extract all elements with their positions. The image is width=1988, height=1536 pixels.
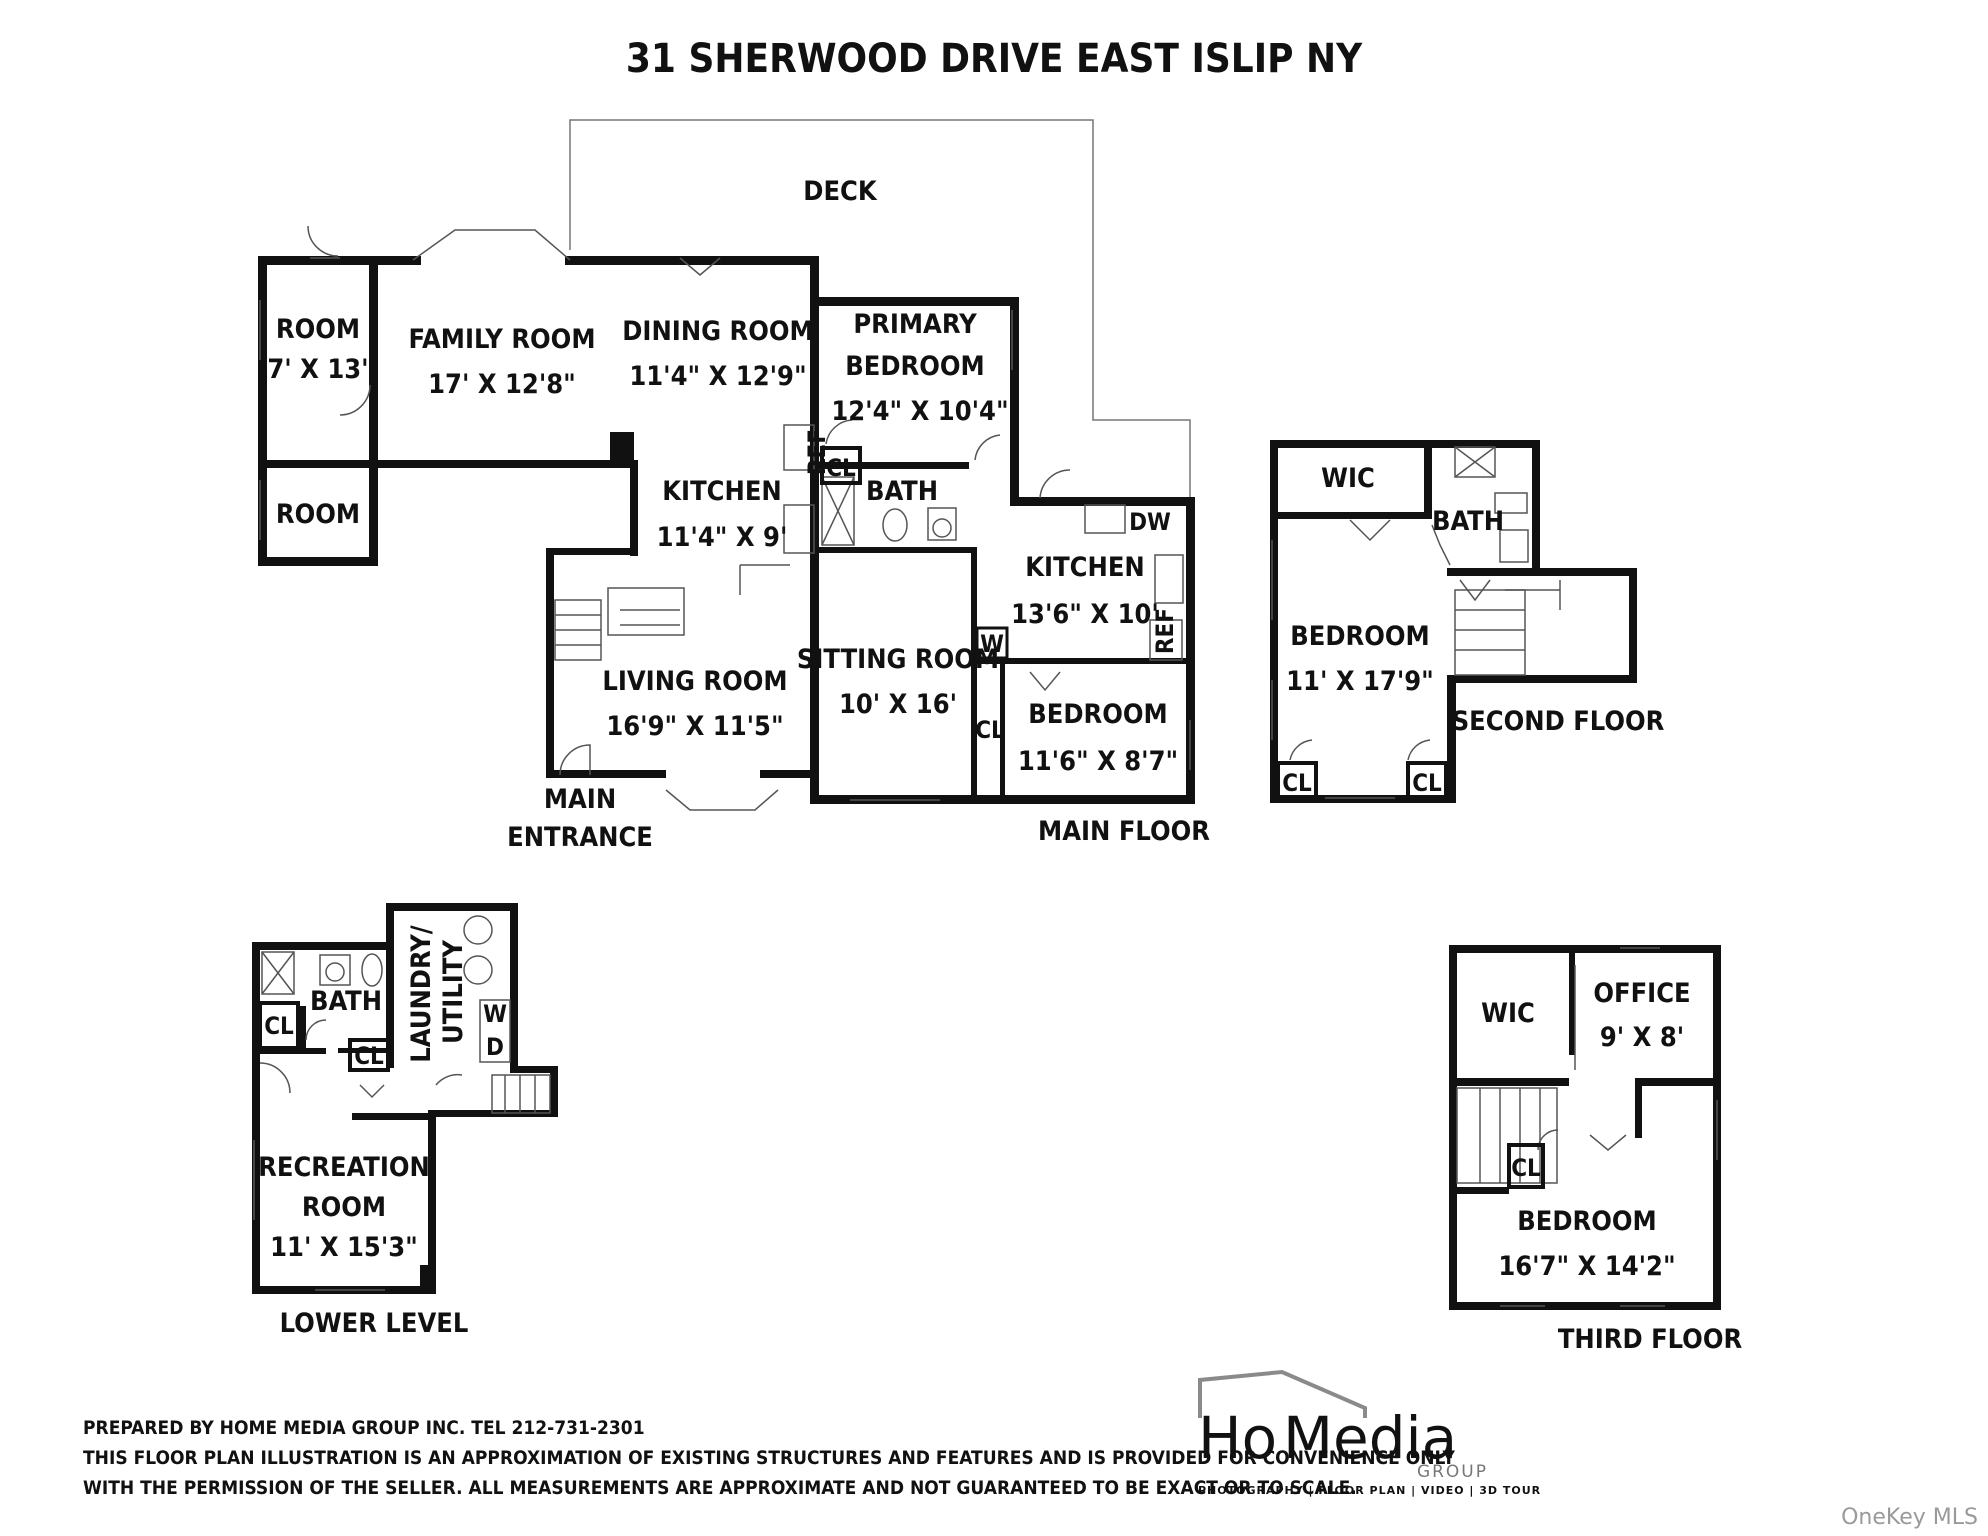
main-floor-fixtures [554, 424, 1184, 661]
room-name-label: PRIMARY [853, 309, 977, 340]
fixture-tag: REF [1151, 608, 1179, 654]
page-title: 31 SHERWOOD DRIVE EAST ISLIP NY [626, 36, 1363, 82]
room-dims-label: 16'7" X 14'2" [1498, 1251, 1675, 1282]
floor-label: SECOND FLOOR [1452, 706, 1665, 737]
room-name-label: ROOM [276, 314, 360, 345]
lower-level: BATH LAUNDRY/ UTILITY RECREATION ROOM 11… [252, 903, 558, 1339]
room-name-label: RECREATION [258, 1152, 430, 1183]
room-name-label: BEDROOM [845, 351, 984, 382]
room-name-label: BATH [1432, 506, 1504, 537]
room-name-label: DINING ROOM [622, 316, 813, 347]
logo-ho: Ho [1198, 1404, 1277, 1472]
closet-box [820, 446, 862, 485]
footer-disclaimer: THIS FLOOR PLAN ILLUSTRATION IS AN APPRO… [83, 1447, 1455, 1469]
logo-house-icon [1198, 1369, 1367, 1418]
room-name-label: UTILITY [438, 940, 469, 1044]
closet-box [1406, 761, 1448, 800]
fixture-tag: CL [264, 1012, 294, 1040]
closet-box [975, 626, 1009, 660]
room-dims-label: 11'6" X 8'7" [1018, 746, 1178, 777]
fixture-tag: CL [1511, 1154, 1541, 1182]
watermark: OneKey MLS [1841, 1505, 1978, 1530]
fixture-tag: CL [1282, 769, 1312, 797]
room-name-label: FAMILY ROOM [409, 324, 596, 355]
fixture-tag: W [483, 1000, 507, 1028]
floor-label: LOWER LEVEL [280, 1308, 469, 1339]
room-name-label: BEDROOM [1028, 699, 1167, 730]
footer-credit: PREPARED BY HOME MEDIA GROUP INC. TEL 21… [83, 1417, 645, 1439]
lower-level-fixtures [253, 915, 551, 1291]
room-dims-label: 10' X 16' [839, 689, 957, 720]
room-dims-label: 9' X 8' [1600, 1022, 1684, 1053]
room-name-label: OFFICE [1593, 978, 1690, 1009]
room-name-label: KITCHEN [662, 476, 782, 507]
room-name-label: BEDROOM [1290, 621, 1429, 652]
fixture-tag: W [980, 630, 1004, 658]
homedia-logo: Ho Media GROUP PHOTOGRAPHY | FLOOR PLAN … [1198, 1369, 1541, 1497]
main-floor-doors [307, 225, 1071, 776]
closet-box [348, 1038, 390, 1072]
room-name-label: ROOM [276, 499, 360, 530]
floor-label: MAIN FLOOR [1038, 816, 1210, 847]
room-dims-label: 12'4" X 10'4" [831, 396, 1008, 427]
fixture-tag: D [486, 1033, 504, 1061]
floor-label: THIRD FLOOR [1558, 1324, 1743, 1355]
room-dims-label: 17' X 12'8" [428, 369, 576, 400]
fixture-tag: CL [975, 716, 1005, 744]
fixture-tag: CL [826, 454, 856, 482]
second-floor-walls [1270, 440, 1637, 803]
fixture-tag: CL [1412, 769, 1442, 797]
second-floor-fixtures [1271, 446, 1561, 799]
closet-box [1507, 1143, 1545, 1189]
room-name-label: LAUNDRY/ [406, 925, 437, 1062]
room-dims-label: 11'4" X 12'9" [629, 361, 806, 392]
logo-group: GROUP [1417, 1462, 1488, 1482]
logo-media: Media [1283, 1404, 1457, 1472]
room-name-label: BATH [866, 476, 938, 507]
deck-label: DECK [803, 176, 878, 207]
room-name-label: KITCHEN [1025, 552, 1145, 583]
room-name-label: BEDROOM [1517, 1206, 1656, 1237]
closet-box [1276, 761, 1318, 800]
main-floor: ROOM 7' X 13' FAMILY ROOM 17' X 12'8" DI… [258, 119, 1210, 853]
fixture-tag: DW [1129, 508, 1171, 536]
entrance-label: ENTRANCE [507, 822, 653, 853]
footer-disclaimer: WITH THE PERMISSION OF THE SELLER. ALL M… [83, 1477, 1357, 1499]
room-dims-label: 11' X 15'3" [270, 1232, 418, 1263]
deck-outline [569, 119, 1191, 500]
logo-tagline: PHOTOGRAPHY | FLOOR PLAN | VIDEO | 3D TO… [1198, 1484, 1541, 1497]
fixture-tag: REF [803, 429, 831, 475]
room-name-label: WIC [1481, 998, 1535, 1029]
main-floor-windows [259, 229, 1191, 811]
room-dims-label: 16'9" X 11'5" [606, 711, 783, 742]
fixture-tag: CL [354, 1042, 384, 1070]
room-dims-label: 7' X 13' [267, 354, 368, 385]
room-name-label: LIVING ROOM [602, 666, 787, 697]
room-name-label: WIC [1321, 463, 1375, 494]
closet-box [258, 1001, 300, 1050]
entrance-label: MAIN [544, 784, 616, 815]
room-dims-label: 13'6" X 10' [1011, 599, 1159, 630]
room-dims-label: 11'4" X 9' [657, 522, 788, 553]
room-name-label: BATH [310, 986, 382, 1017]
second-floor: WIC BATH BEDROOM 11' X 17'9" CL CL SECON… [1270, 440, 1665, 803]
room-name-label: ROOM [302, 1192, 386, 1223]
room-name-label: SITTING ROOM [797, 644, 999, 675]
room-dims-label: 11' X 17'9" [1286, 666, 1434, 697]
third-floor: WIC OFFICE 9' X 8' BEDROOM 16'7" X 14'2"… [1449, 945, 1742, 1355]
